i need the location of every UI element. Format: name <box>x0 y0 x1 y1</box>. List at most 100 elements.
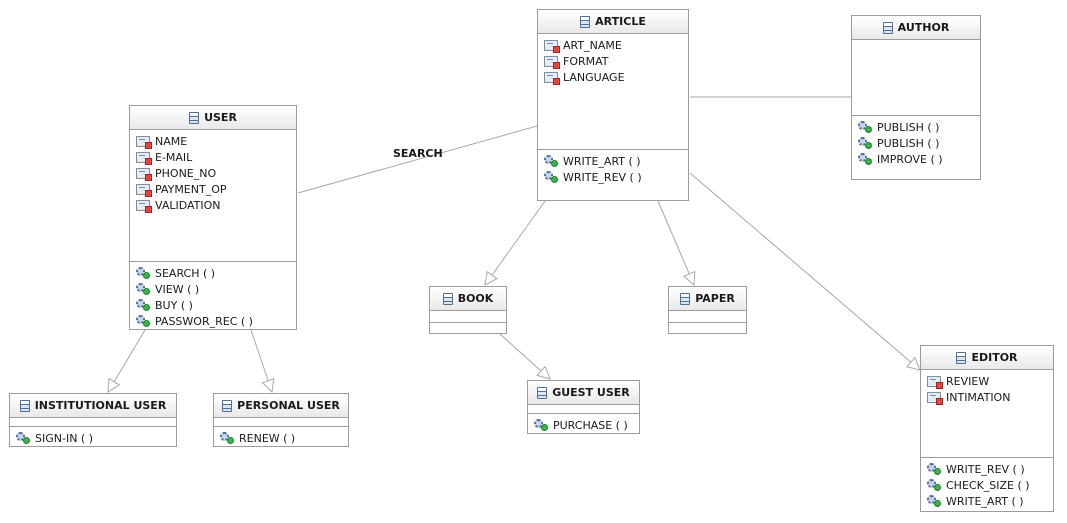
operation-label: SIGN-IN ( ) <box>35 431 93 445</box>
operation-row[interactable]: PUBLISH ( ) <box>852 119 980 135</box>
attribute-row[interactable]: INTIMATION <box>921 389 1053 405</box>
operation-row[interactable]: IMPROVE ( ) <box>852 151 980 167</box>
operation-row[interactable]: WRITE_REV ( ) <box>538 169 688 185</box>
operation-label: WRITE_REV ( ) <box>946 462 1025 476</box>
operation-label: BUY ( ) <box>155 298 193 312</box>
operation-row[interactable]: SEARCH ( ) <box>130 265 296 281</box>
class-header[interactable]: EDITOR <box>921 346 1053 370</box>
operation-compartment: RENEW ( ) <box>214 427 348 446</box>
public-operation-icon <box>544 155 558 167</box>
private-attribute-icon <box>544 55 560 69</box>
attribute-row[interactable]: PHONE_NO <box>130 165 296 181</box>
operation-row[interactable]: SIGN-IN ( ) <box>10 430 176 446</box>
class-name: AUTHOR <box>897 21 950 34</box>
attribute-compartment <box>10 418 176 427</box>
attribute-row[interactable]: VALIDATION <box>130 197 296 213</box>
public-operation-icon <box>16 432 30 444</box>
operation-row[interactable]: WRITE_ART ( ) <box>538 153 688 169</box>
public-operation-icon <box>220 432 234 444</box>
operation-row[interactable]: VIEW ( ) <box>130 281 296 297</box>
attribute-row[interactable]: NAME <box>130 133 296 149</box>
private-attribute-icon <box>136 135 152 149</box>
operation-row[interactable]: RENEW ( ) <box>214 430 348 446</box>
attribute-label: VALIDATION <box>155 198 221 212</box>
operation-compartment: SIGN-IN ( ) <box>10 427 176 446</box>
attribute-row[interactable]: REVIEW <box>921 373 1053 389</box>
attribute-row[interactable]: LANGUAGE <box>538 69 688 85</box>
generalization-article-paper[interactable] <box>657 200 690 275</box>
class-header[interactable]: BOOK <box>430 287 506 311</box>
operation-label: WRITE_ART ( ) <box>563 154 641 168</box>
attribute-row[interactable]: E-MAIL <box>130 149 296 165</box>
class-header[interactable]: AUTHOR <box>852 16 980 40</box>
class-header[interactable]: PERSONAL USER <box>214 394 348 418</box>
attribute-label: PHONE_NO <box>155 166 217 180</box>
class-icon <box>680 292 691 305</box>
attribute-label: FORMAT <box>563 54 609 68</box>
operation-compartment: SEARCH ( ) VIEW ( ) BUY ( ) PASSWOR_REC ( ) <box>130 262 296 329</box>
attribute-label: INTIMATION <box>946 390 1011 404</box>
class-header[interactable]: PAPER <box>669 287 746 311</box>
operation-label: VIEW ( ) <box>155 282 200 296</box>
attribute-row[interactable]: FORMAT <box>538 53 688 69</box>
operation-label: RENEW ( ) <box>239 431 296 445</box>
private-attribute-icon <box>136 167 152 181</box>
class-icon <box>222 399 233 412</box>
class-icon <box>19 399 30 412</box>
class-header[interactable]: GUEST USER <box>528 381 639 405</box>
operation-label: SEARCH ( ) <box>155 266 216 280</box>
attribute-compartment <box>214 418 348 427</box>
class-icon <box>189 111 200 124</box>
public-operation-icon <box>136 267 150 279</box>
attribute-row[interactable]: ART_NAME <box>538 37 688 53</box>
class-paper[interactable]: PAPER <box>668 286 747 334</box>
class-guest-user[interactable]: GUEST USER PURCHASE ( ) <box>527 380 640 434</box>
class-header[interactable]: USER <box>130 106 296 130</box>
class-icon <box>580 15 591 28</box>
generalization-arrowhead <box>484 270 498 286</box>
class-institutional-user[interactable]: INSTITUTIONAL USER SIGN-IN ( ) <box>9 393 177 447</box>
public-operation-icon <box>858 121 872 133</box>
class-icon <box>882 21 893 34</box>
generalization-user-personal[interactable] <box>250 329 269 381</box>
private-attribute-icon <box>544 71 560 85</box>
private-attribute-icon <box>136 151 152 165</box>
attribute-compartment <box>430 311 506 323</box>
operation-row[interactable]: WRITE_ART ( ) <box>921 493 1053 509</box>
operation-row[interactable]: PUBLISH ( ) <box>852 135 980 151</box>
generalization-article-book[interactable] <box>491 200 546 276</box>
operation-compartment <box>669 323 746 333</box>
class-icon <box>442 292 453 305</box>
operation-compartment: PUBLISH ( )PUBLISH ( )IMPROVE ( ) <box>852 116 980 179</box>
class-book[interactable]: BOOK <box>429 286 507 334</box>
class-personal-user[interactable]: PERSONAL USER RENEW ( ) <box>213 393 349 447</box>
public-operation-icon <box>136 299 150 311</box>
public-operation-icon <box>544 171 558 183</box>
class-name: EDITOR <box>971 351 1018 364</box>
operation-label: PASSWOR_REC ( ) <box>155 314 253 328</box>
operation-row[interactable]: CHECK_SIZE ( ) <box>921 477 1053 493</box>
operation-row[interactable]: WRITE_REV ( ) <box>921 461 1053 477</box>
operation-row[interactable]: BUY ( ) <box>130 297 296 313</box>
operation-row[interactable]: PURCHASE ( ) <box>528 417 639 433</box>
class-name: BOOK <box>457 292 494 305</box>
attribute-compartment <box>528 405 639 414</box>
operation-row[interactable]: PASSWOR_REC ( ) <box>130 313 296 329</box>
class-header[interactable]: ARTICLE <box>538 10 688 34</box>
attribute-label: PAYMENT_OP <box>155 182 227 196</box>
generalization-user-institutional[interactable] <box>113 329 146 382</box>
class-header[interactable]: INSTITUTIONAL USER <box>10 394 176 418</box>
operation-label: CHECK_SIZE ( ) <box>946 478 1030 492</box>
operation-label: IMPROVE ( ) <box>877 152 943 166</box>
public-operation-icon <box>858 153 872 165</box>
generalization-book-guest[interactable] <box>499 333 542 372</box>
class-name: PERSONAL USER <box>237 399 340 412</box>
operation-compartment: WRITE_ART ( )WRITE_REV ( ) <box>538 150 688 200</box>
attribute-row[interactable]: PAYMENT_OP <box>130 181 296 197</box>
